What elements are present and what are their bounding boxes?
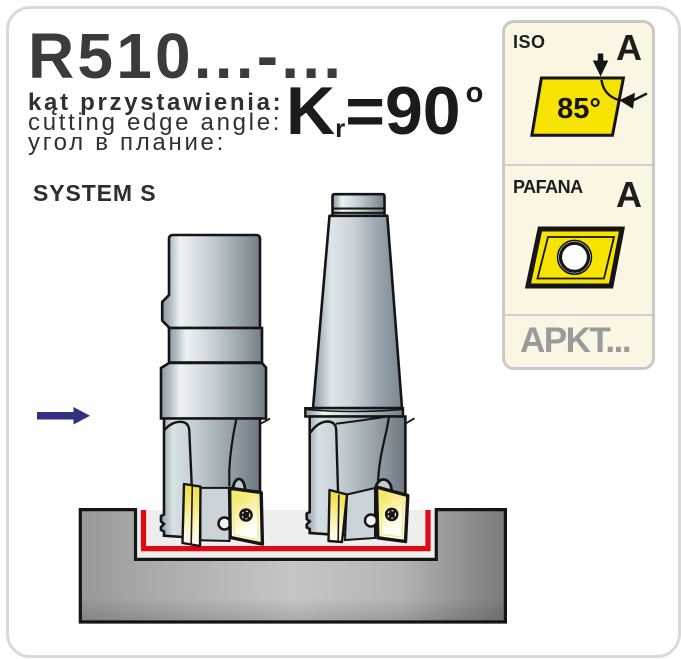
svg-text:85°: 85° (557, 93, 601, 125)
